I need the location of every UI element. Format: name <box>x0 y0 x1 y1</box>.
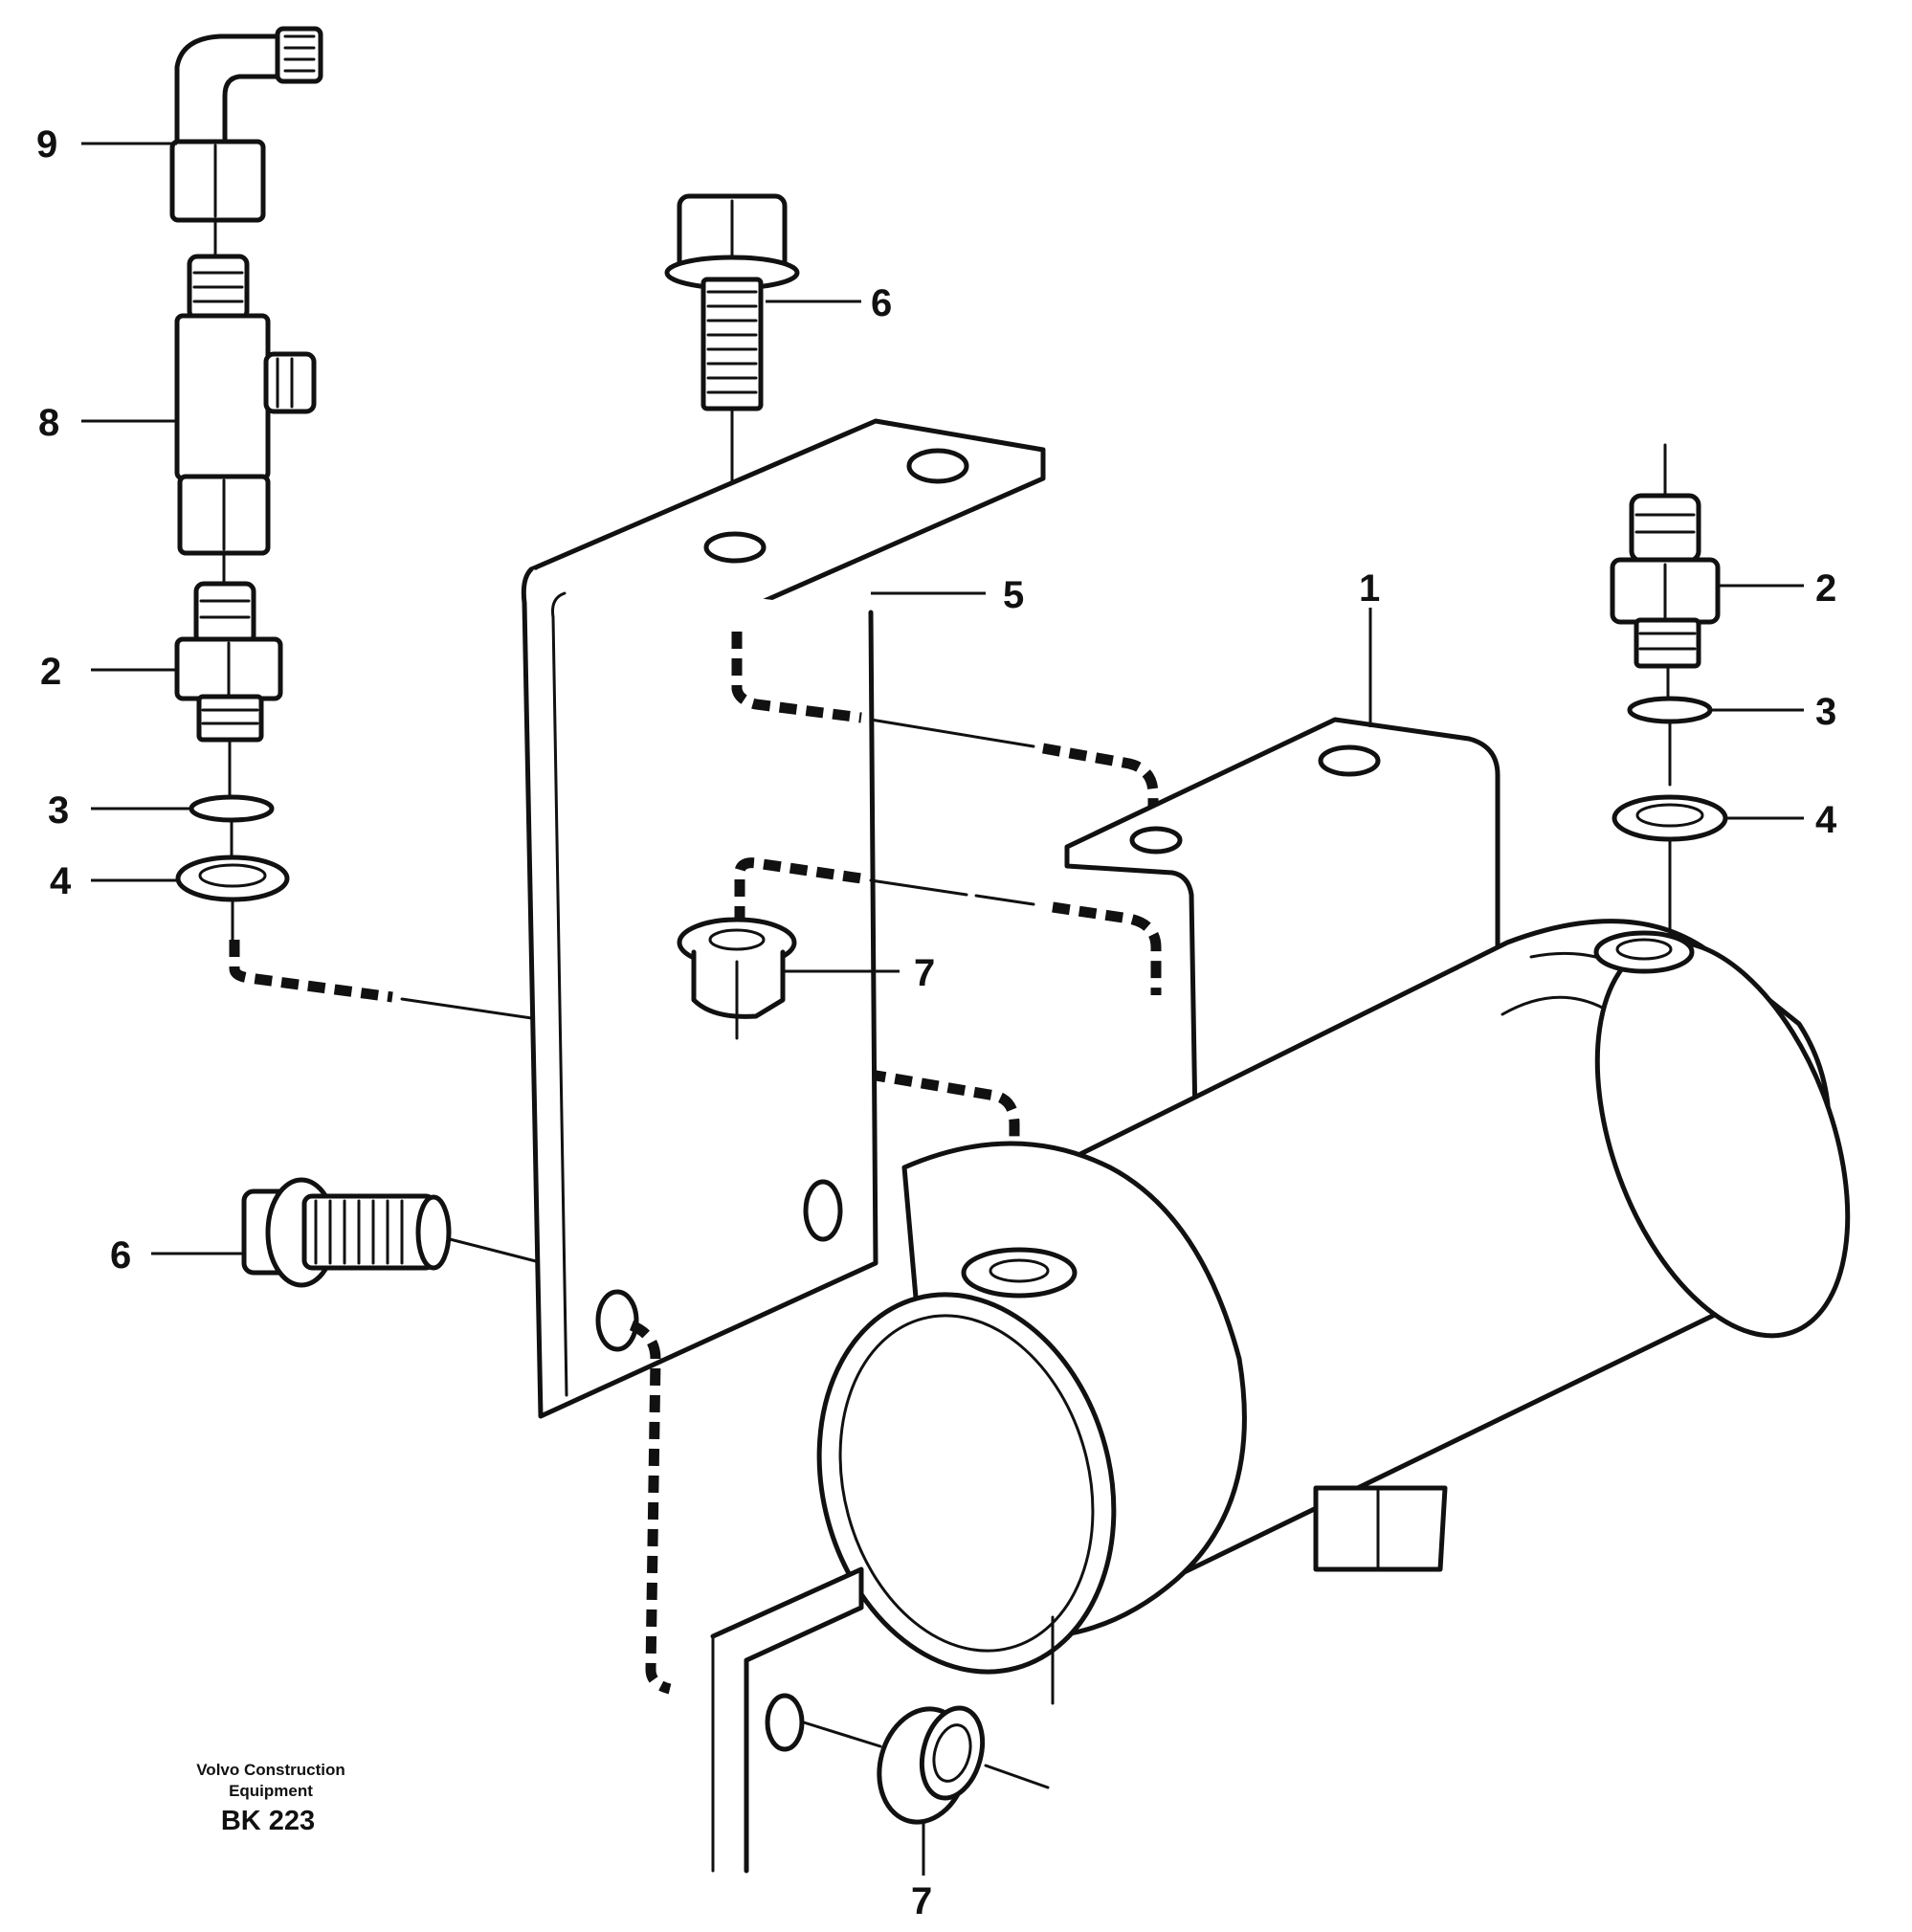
company-name-line2: Equipment <box>229 1782 313 1800</box>
o-ring-part-3-right <box>1627 696 1713 724</box>
flange-bolt-part-6-top <box>664 193 800 411</box>
elbow-fitting-part-9 <box>169 26 323 223</box>
callout-6-top: 6 <box>871 282 892 324</box>
callout-2-left: 2 <box>40 651 61 693</box>
callout-9: 9 <box>36 123 57 166</box>
callout-3-right: 3 <box>1815 691 1836 733</box>
adapter-fitting-part-2-left <box>174 581 283 743</box>
callout-4-left: 4 <box>50 860 72 902</box>
flange-bolt-part-6-left <box>241 1177 452 1288</box>
callout-4-right: 4 <box>1815 799 1837 841</box>
callout-2-right: 2 <box>1815 567 1836 610</box>
company-name-line1: Volvo Construction <box>196 1761 345 1779</box>
callout-1: 1 <box>1359 567 1380 610</box>
drawing-code: BK 223 <box>221 1806 315 1836</box>
washer-part-4-right <box>1612 794 1728 842</box>
callout-7-bottom: 7 <box>911 1880 932 1922</box>
filter-housing-part-1 <box>710 717 1851 1874</box>
callout-5: 5 <box>1003 574 1024 616</box>
assembly-path-left <box>229 940 393 1003</box>
callout-7-mid: 7 <box>914 952 935 994</box>
flange-nut-part-7-mid <box>677 917 797 1019</box>
o-ring-part-3-left <box>189 794 275 823</box>
tee-fitting-part-8 <box>174 254 317 556</box>
adapter-fitting-part-2-right <box>1610 493 1721 669</box>
callout-8: 8 <box>38 402 59 444</box>
callout-3-left: 3 <box>48 789 69 832</box>
flange-nut-part-7-bottom <box>877 1705 986 1825</box>
washer-part-4-left <box>175 855 290 902</box>
callout-6-left: 6 <box>110 1234 131 1277</box>
